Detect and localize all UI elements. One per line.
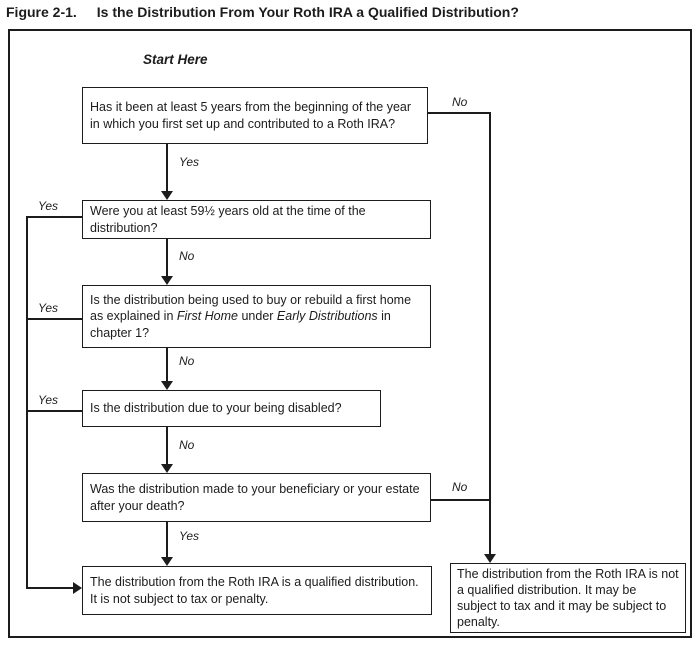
connector-q4-no-stem <box>166 427 168 465</box>
arrowhead-right-icon <box>73 582 82 594</box>
figure-title: Is the Distribution From Your Roth IRA a… <box>96 4 519 20</box>
arrowhead-down-icon <box>161 464 173 473</box>
arrowhead-down-icon <box>484 554 496 563</box>
node-result-qualified: The distribution from the Roth IRA is a … <box>82 566 432 615</box>
connector-q2-yes-horizontal <box>27 216 82 218</box>
arrowhead-down-icon <box>161 191 173 200</box>
node-q4-disabled: Is the distribution due to your being di… <box>82 390 381 427</box>
arrowhead-down-icon <box>161 381 173 390</box>
branch-label-yes: Yes <box>38 199 59 213</box>
connector-q1-no-horizontal <box>427 112 491 114</box>
connector-q3-no-stem <box>166 348 168 383</box>
connector-q2-no-stem <box>166 239 168 277</box>
node-q3-first-home: Is the distribution being used to buy or… <box>82 285 431 348</box>
branch-label-yes: Yes <box>38 393 59 407</box>
node-result-not-qualified: The distribution from the Roth IRA is no… <box>450 563 686 633</box>
arrowhead-down-icon <box>161 557 173 566</box>
node-q2-age-59-half: Were you at least 59½ years old at the t… <box>82 200 431 239</box>
branch-label-yes: Yes <box>179 155 200 169</box>
arrowhead-down-icon <box>161 276 173 285</box>
branch-label-yes: Yes <box>179 529 200 543</box>
connector-q1-yes-stem <box>166 144 168 192</box>
node-q5-beneficiary: Was the distribution made to your benefi… <box>82 473 431 522</box>
start-here-label: Start Here <box>143 52 208 67</box>
branch-label-no: No <box>179 249 195 263</box>
connector-yes-rail-horizontal <box>26 587 73 589</box>
branch-label-no: No <box>452 480 468 494</box>
flowchart-frame <box>8 29 692 638</box>
figure-title-row: Figure 2-1. Is the Distribution From You… <box>6 4 519 20</box>
branch-label-no: No <box>179 438 195 452</box>
connector-q4-yes-horizontal <box>27 410 82 412</box>
branch-label-yes: Yes <box>38 301 59 315</box>
connector-q5-yes-stem <box>166 522 168 558</box>
figure-label: Figure 2-1. <box>6 4 77 20</box>
node-q1-five-year-rule: Has it been at least 5 years from the be… <box>82 87 428 144</box>
connector-q3-yes-horizontal <box>27 318 82 320</box>
branch-label-no: No <box>452 95 468 109</box>
connector-no-rail-vertical <box>489 112 491 554</box>
branch-label-no: No <box>179 354 195 368</box>
connector-q5-no-horizontal <box>430 499 490 501</box>
connector-yes-rail-vertical <box>26 216 28 589</box>
